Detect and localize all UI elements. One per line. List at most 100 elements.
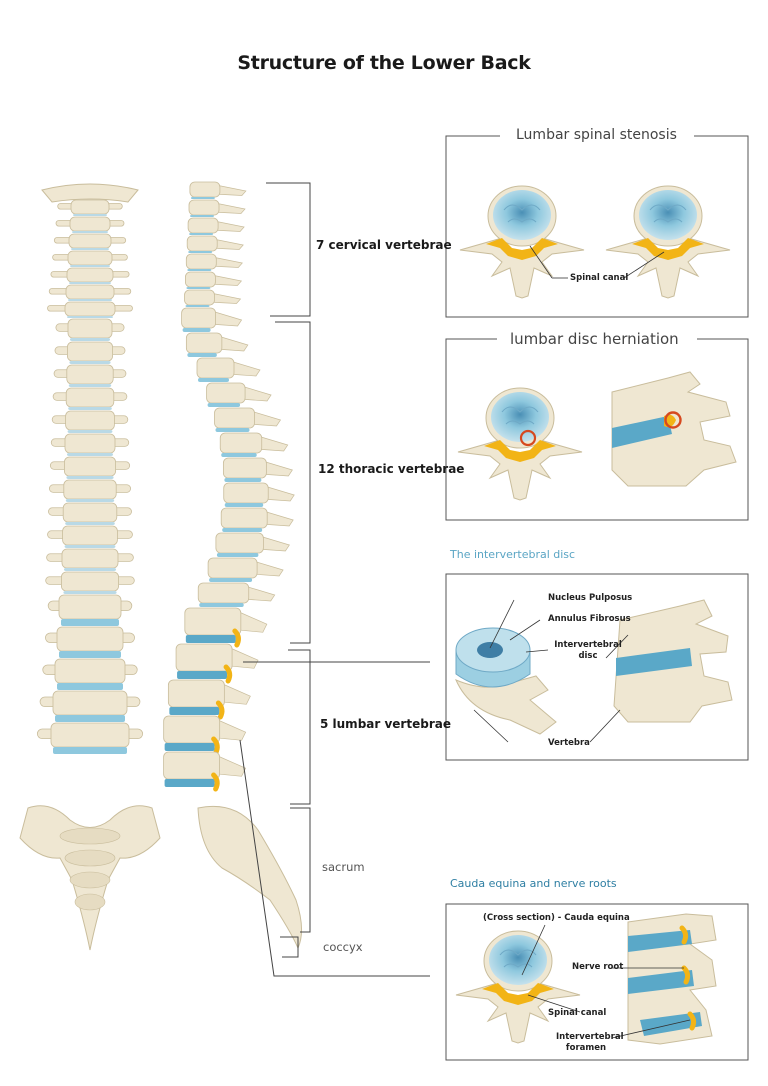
front-disc xyxy=(71,248,109,250)
frame-stenosis xyxy=(445,135,749,318)
front-disc xyxy=(70,338,110,341)
side-spine xyxy=(163,181,302,950)
bracket-cervical xyxy=(266,182,311,317)
front-disc xyxy=(73,214,107,216)
disc-leader-lines xyxy=(473,599,629,743)
side-vertebra xyxy=(184,271,216,288)
side-vertebra xyxy=(223,482,269,504)
front-vertebra xyxy=(61,571,120,592)
side-disc xyxy=(169,707,220,715)
stenosis-vertebra-left xyxy=(459,185,585,299)
front-spine xyxy=(19,183,161,951)
side-vertebra xyxy=(185,253,217,270)
front-vertebra xyxy=(66,364,114,385)
bracket-thoracic xyxy=(275,321,311,644)
front-vertebra xyxy=(65,410,115,431)
heading-intervertebral-disc: The intervertebral disc xyxy=(450,548,576,561)
front-sacral-segment xyxy=(64,849,116,867)
side-nerve-root xyxy=(215,700,225,720)
side-vertebra xyxy=(184,289,215,306)
heading-cauda-equina: Cauda equina and nerve roots xyxy=(450,877,617,890)
cauda-nerve-root xyxy=(687,1011,697,1031)
herniation-side-disc xyxy=(612,416,672,448)
cauda-nerve-root xyxy=(679,925,689,945)
disc-vertebra-body xyxy=(455,675,557,735)
side-disc xyxy=(185,305,210,307)
side-disc xyxy=(186,287,211,289)
side-nerve-root xyxy=(211,736,220,756)
frame-herniation xyxy=(445,338,749,521)
cauda-nerve-root xyxy=(681,965,691,985)
side-vertebra xyxy=(219,432,263,454)
front-disc xyxy=(69,361,111,364)
panel-title-stenosis: Lumbar spinal stenosis xyxy=(508,127,685,143)
label-cervical: 7 cervical vertebrae xyxy=(316,238,452,252)
side-disc xyxy=(187,353,217,357)
front-disc xyxy=(61,619,119,626)
front-vertebra xyxy=(65,284,115,300)
front-vertebra xyxy=(62,502,118,523)
side-disc xyxy=(209,578,253,582)
label-vertebra: Vertebra xyxy=(548,738,590,748)
side-vertebra xyxy=(220,507,268,529)
bracket-lumbar xyxy=(288,649,311,805)
front-disc xyxy=(69,282,111,284)
side-vertebra xyxy=(196,357,235,379)
side-disc xyxy=(216,553,259,557)
front-disc xyxy=(65,499,115,502)
frame-disc xyxy=(445,573,749,761)
cauda-leader-lines xyxy=(521,924,691,1039)
herniation-top-vertebra xyxy=(457,387,583,501)
side-nerve-root xyxy=(223,664,233,684)
herniation-highlight-top xyxy=(519,429,537,447)
label-nucleus-pulposus: Nucleus Pulposus xyxy=(548,593,633,603)
front-vertebra xyxy=(63,479,117,500)
front-vertebra xyxy=(67,250,113,266)
front-vertebra xyxy=(69,216,111,232)
front-vertebra xyxy=(64,301,116,317)
label-intervertebral-foramen: Intervertebral foramen xyxy=(556,1032,624,1053)
side-vertebra xyxy=(186,235,218,252)
front-vertebra xyxy=(66,267,114,283)
disc-anatomy-art xyxy=(455,627,557,735)
side-disc xyxy=(215,428,250,432)
disc-nucleus xyxy=(477,642,503,658)
side-vertebra xyxy=(188,199,220,216)
side-vertebra xyxy=(206,382,246,404)
front-disc xyxy=(59,651,121,658)
side-disc xyxy=(164,779,215,787)
label-annulus-fibrosus: Annulus Fibrosus xyxy=(548,614,631,624)
front-disc xyxy=(68,407,112,410)
cauda-top-vertebra xyxy=(455,930,581,1044)
front-sacral-segment xyxy=(74,893,106,911)
front-vertebra xyxy=(62,525,118,546)
herniation-side-vertebra xyxy=(611,371,737,487)
side-disc xyxy=(222,528,263,532)
bracket-sacrum xyxy=(290,807,311,933)
front-disc xyxy=(70,265,110,267)
front-vertebra xyxy=(50,722,130,748)
front-vertebra xyxy=(67,341,114,362)
side-vertebra xyxy=(187,217,219,234)
front-vertebra xyxy=(67,318,113,339)
side-disc xyxy=(190,197,215,199)
herniation-highlight-side xyxy=(664,411,682,429)
side-disc xyxy=(164,743,215,751)
side-vertebra xyxy=(214,407,255,429)
side-vertebra xyxy=(207,557,258,579)
side-disc xyxy=(185,635,236,643)
front-vertebra xyxy=(56,626,124,652)
front-disc xyxy=(67,430,113,433)
front-disc xyxy=(68,299,112,301)
front-disc xyxy=(67,316,113,318)
front-atlas xyxy=(41,183,139,203)
frame-cauda xyxy=(445,903,749,1061)
side-disc xyxy=(189,233,214,235)
disc-side-disc xyxy=(616,648,692,676)
panel-frames xyxy=(445,135,749,1061)
side-disc xyxy=(187,269,212,271)
bracket-coccyx xyxy=(280,936,299,958)
front-disc xyxy=(57,683,123,690)
front-vertebra xyxy=(68,233,112,249)
